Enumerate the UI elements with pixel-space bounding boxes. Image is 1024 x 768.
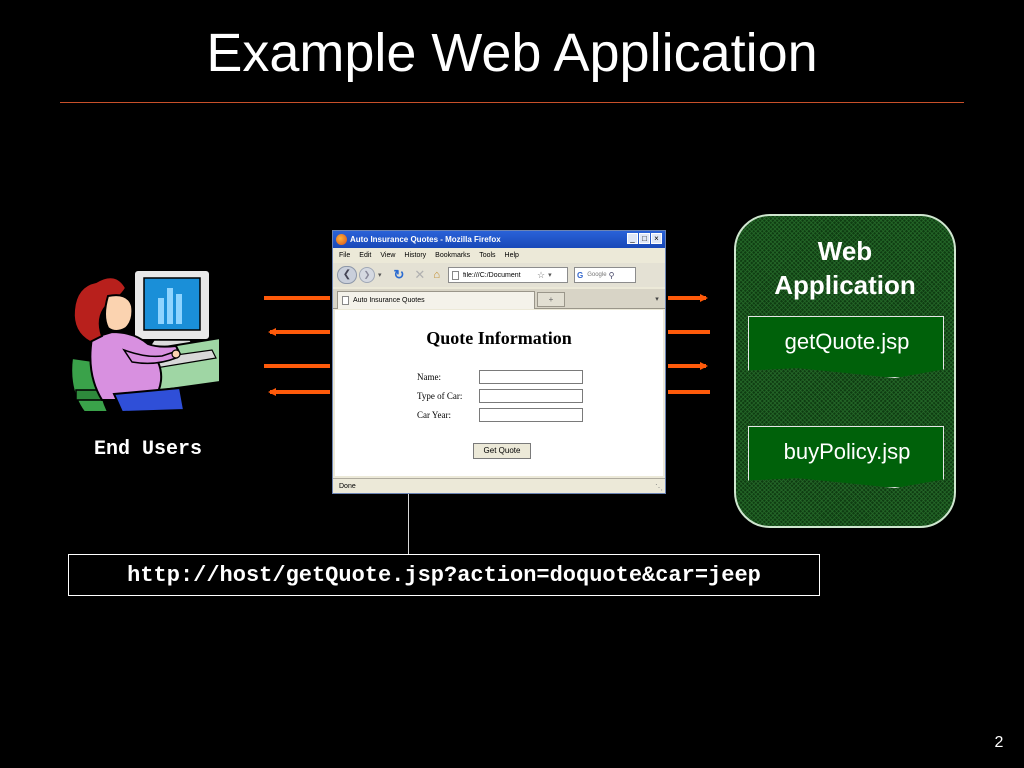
page-icon (451, 270, 459, 280)
web-application-title-line2: Application (774, 270, 916, 300)
reload-icon[interactable]: ↻ (393, 267, 405, 282)
title-divider (60, 102, 964, 103)
slide-number: 2 (994, 734, 1004, 751)
slide-title: Example Web Application (206, 23, 818, 83)
browser-navbar: ❮ ❯ ▾ ↻ ✕ ⌂ file:///C:/Document ☆ ▾ G Go… (333, 263, 665, 287)
name-label: Name: (417, 372, 441, 382)
star-icon[interactable]: ☆ (536, 269, 546, 280)
getquote-jsp-label: getQuote.jsp (784, 329, 910, 354)
magnifier-icon[interactable]: ⚲ (608, 270, 615, 280)
status-text: Done (339, 482, 356, 490)
end-users-label: End Users (93, 438, 203, 461)
browser-content: Quote Information Name: Type of Car: Car… (335, 310, 663, 476)
search-engine-icon[interactable]: G (576, 270, 584, 280)
buypolicy-jsp-box: buyPolicy.jsp (748, 426, 944, 488)
web-application-box: Web Application getQuote.jsp buyPolicy.j… (734, 214, 956, 528)
car-type-label: Type of Car: (417, 391, 463, 401)
form-row-name: Name: (417, 370, 583, 384)
maximize-button[interactable]: □ (639, 233, 650, 244)
search-placeholder: Google (587, 272, 607, 278)
back-arrow-icon[interactable]: ❮ (337, 266, 357, 284)
browser-tabbar: Auto Insurance Quotes + ▾ (333, 289, 665, 309)
form-row-car-type: Type of Car: (417, 389, 583, 403)
search-box[interactable]: G Google ⚲ (573, 267, 636, 283)
web-application-title: Web Application (736, 234, 954, 302)
browser-window: Auto Insurance Quotes - Mozilla Firefox … (332, 230, 666, 494)
menu-tools[interactable]: Tools (479, 251, 496, 259)
menu-history[interactable]: History (404, 251, 427, 259)
buypolicy-jsp-label: buyPolicy.jsp (783, 439, 911, 464)
tab-auto-insurance-quotes[interactable]: Auto Insurance Quotes (337, 291, 535, 309)
tab-page-icon (342, 296, 349, 305)
request-url-box: http://host/getQuote.jsp?action=doquote&… (68, 554, 820, 596)
tab-title: Auto Insurance Quotes (353, 297, 425, 304)
browser-titlebar: Auto Insurance Quotes - Mozilla Firefox … (333, 231, 665, 248)
url-connector-line (408, 494, 409, 554)
stop-icon[interactable]: ✕ (414, 267, 426, 282)
get-quote-button[interactable]: Get Quote (473, 443, 531, 459)
menu-bookmarks[interactable]: Bookmarks (435, 251, 471, 259)
forward-arrow-icon[interactable]: ❯ (359, 267, 375, 283)
menu-file[interactable]: File (339, 251, 351, 259)
history-dropdown-icon[interactable]: ▾ (378, 272, 382, 279)
menu-help[interactable]: Help (504, 251, 519, 259)
name-input[interactable] (479, 370, 583, 384)
person-at-computer-icon (70, 269, 221, 414)
car-year-input[interactable] (479, 408, 583, 422)
menu-edit[interactable]: Edit (359, 251, 372, 259)
menu-view[interactable]: View (380, 251, 396, 259)
getquote-jsp-box: getQuote.jsp (748, 316, 944, 378)
page-heading: Quote Information (426, 328, 572, 348)
window-buttons: _ □ × (627, 233, 662, 244)
car-year-label: Car Year: (417, 410, 451, 420)
home-icon[interactable]: ⌂ (433, 269, 440, 281)
browser-statusbar: Done ⋱ (333, 478, 665, 493)
firefox-icon (336, 234, 347, 245)
minimize-button[interactable]: _ (627, 233, 638, 244)
address-bar-text: file:///C:/Document (462, 271, 521, 279)
form-row-car-year: Car Year: (417, 408, 583, 422)
web-application-title-line1: Web (817, 236, 873, 266)
address-bar[interactable]: file:///C:/Document ☆ ▾ (447, 267, 568, 283)
resize-grip-icon[interactable]: ⋱ (655, 483, 663, 492)
tab-list-button[interactable]: ▾ (655, 296, 659, 303)
url-dropdown-icon[interactable]: ▾ (548, 272, 552, 279)
car-type-input[interactable] (479, 389, 583, 403)
browser-window-title: Auto Insurance Quotes - Mozilla Firefox (350, 235, 501, 244)
new-tab-button[interactable]: + (537, 292, 565, 307)
browser-menubar: File Edit View History Bookmarks Tools H… (333, 248, 665, 262)
request-url: http://host/getQuote.jsp?action=doquote&… (127, 562, 761, 588)
close-button[interactable]: × (651, 233, 662, 244)
